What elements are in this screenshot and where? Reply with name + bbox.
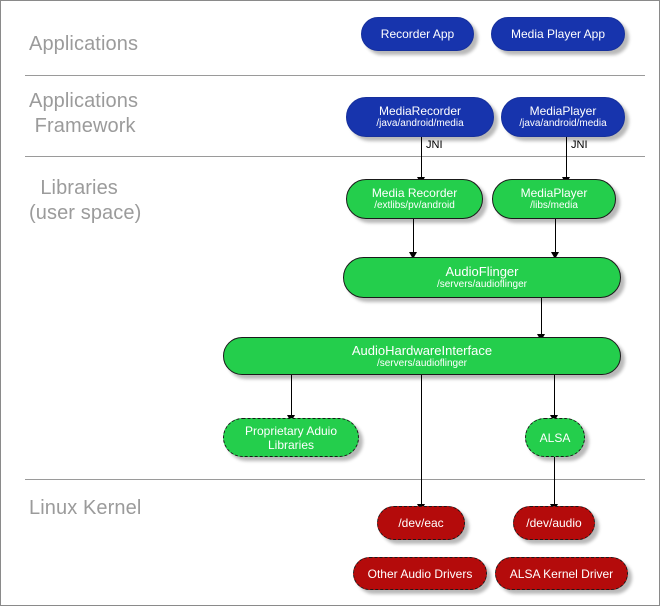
node-alsa[interactable]: ALSA <box>525 418 585 457</box>
layer-label-libraries: Libraries (user space) <box>29 177 142 224</box>
node-proprietary-audio-libs-title2: Libraries <box>267 437 315 452</box>
node-audiohardwareinterface[interactable]: AudioHardwareInterface /servers/audiofli… <box>223 337 621 375</box>
node-audiohardwareinterface-path: /servers/audioflinger <box>376 357 468 369</box>
node-media-recorder-lib-path: /extlibs/pv/android <box>374 200 455 211</box>
node-other-audio-drivers-title: Other Audio Drivers <box>367 566 473 581</box>
arrowhead-mediarecorderlib-audioflinger <box>409 252 417 259</box>
node-media-player-app[interactable]: Media Player App <box>491 17 625 51</box>
node-media-recorder-lib[interactable]: Media Recorder /extlibs/pv/android <box>346 179 483 219</box>
node-mediaplayer-framework[interactable]: MediaPlayer /java/android/media <box>501 97 625 137</box>
connector-mediarecorder-jni <box>421 137 422 180</box>
layer-label-applications: Applications <box>29 33 139 55</box>
node-media-recorder-lib-title: Media Recorder <box>371 186 458 200</box>
node-dev-audio[interactable]: /dev/audio <box>513 506 595 540</box>
connector-mediarecorderlib-audioflinger <box>413 219 414 255</box>
node-alsa-title: ALSA <box>539 430 571 445</box>
node-mediaplayer-lib[interactable]: MediaPlayer /libs/media <box>492 179 616 219</box>
node-dev-audio-title: /dev/audio <box>526 516 582 530</box>
node-audioflinger-title: AudioFlinger <box>445 264 519 279</box>
node-mediaplayer-framework-path: /java/android/media <box>519 118 607 129</box>
node-mediarecorder-framework[interactable]: MediaRecorder /java/android/media <box>346 97 494 137</box>
layer-label-applications-framework: Applications Framework <box>29 90 139 137</box>
jni-label-recorder: JNI <box>426 139 443 151</box>
node-alsa-kernel-driver[interactable]: ALSA Kernel Driver <box>495 557 628 590</box>
node-mediarecorder-framework-title: MediaRecorder <box>378 104 462 118</box>
divider-libraries <box>25 479 645 480</box>
node-proprietary-audio-libs[interactable]: Proprietary Aduio Libraries <box>223 418 359 457</box>
node-mediarecorder-framework-path: /java/android/media <box>376 118 464 129</box>
node-audioflinger[interactable]: AudioFlinger /servers/audioflinger <box>343 257 621 298</box>
connector-mediaplayerlib-audioflinger <box>555 219 556 255</box>
arrowhead-mediaplayerlib-audioflinger <box>551 252 559 259</box>
node-media-player-app-title: Media Player App <box>510 27 606 41</box>
connector-mediaplayer-jni <box>566 137 567 180</box>
connector-audioflinger-audiohardwareinterface <box>541 298 542 336</box>
node-mediaplayer-framework-title: MediaPlayer <box>529 104 597 118</box>
connector-alsa-dev-audio <box>554 457 555 508</box>
node-alsa-kernel-driver-title: ALSA Kernel Driver <box>509 566 614 581</box>
node-recorder-app-title: Recorder App <box>380 27 455 41</box>
node-mediaplayer-lib-title: MediaPlayer <box>520 186 588 200</box>
connector-ahi-alsa <box>554 374 555 418</box>
node-mediaplayer-lib-path: /libs/media <box>530 200 578 211</box>
layer-label-linux-kernel: Linux Kernel <box>29 497 142 519</box>
node-dev-eac[interactable]: /dev/eac <box>377 506 465 540</box>
node-dev-eac-title: /dev/eac <box>398 516 444 530</box>
connector-ahi-proprietary <box>291 374 292 418</box>
divider-applications <box>25 75 645 76</box>
divider-applications-framework <box>25 156 645 157</box>
node-other-audio-drivers[interactable]: Other Audio Drivers <box>353 557 487 590</box>
node-proprietary-audio-libs-title: Proprietary Aduio <box>244 423 338 438</box>
node-audiohardwareinterface-title: AudioHardwareInterface <box>351 342 493 358</box>
jni-label-player: JNI <box>571 139 588 151</box>
node-recorder-app[interactable]: Recorder App <box>361 17 474 51</box>
connector-ahi-dev-eac <box>421 374 422 508</box>
node-audioflinger-path: /servers/audioflinger <box>436 279 528 290</box>
